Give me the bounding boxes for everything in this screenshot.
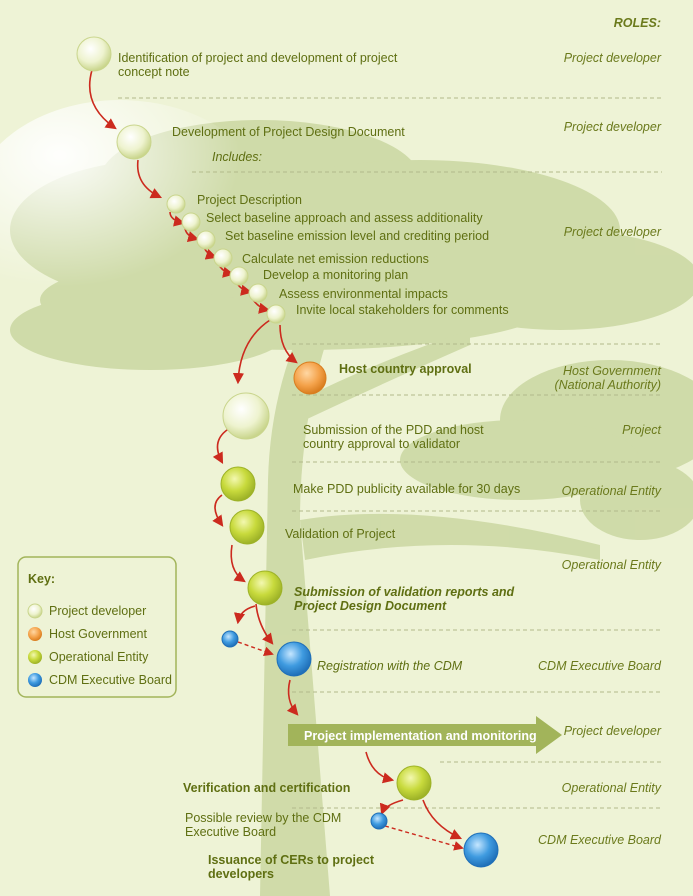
step-submission-validator: Submission of the PDD and host country a… <box>303 423 484 451</box>
role-11: CDM Executive Board <box>538 833 661 847</box>
sub-project-description: Project Description <box>197 193 302 207</box>
step-submission-reports: Submission of validation reports and Pro… <box>294 585 515 613</box>
step-identification: Identification of project and developmen… <box>118 51 398 79</box>
key-box <box>17 556 177 698</box>
step-circles <box>76 36 499 868</box>
role-4: Host Government (National Authority) <box>554 364 661 392</box>
step-publicity: Make PDD publicity available for 30 days <box>293 482 521 496</box>
step-pdd-development: Development of Project Design Document <box>172 125 405 139</box>
role-2: Project developer <box>563 120 661 134</box>
step-verification: Verification and certification <box>183 781 351 795</box>
role-9: Project developer <box>563 724 661 738</box>
role-3: Project developer <box>563 225 661 239</box>
key-title: Key: <box>28 572 56 586</box>
includes-label: Includes: <box>212 150 263 164</box>
sub-environmental-impacts: Assess environmental impacts <box>279 287 448 301</box>
sub-local-stakeholders: Invite local stakeholders for comments <box>296 303 509 317</box>
step-implementation: Project implementation and monitoring <box>304 729 537 743</box>
key-item-host-government: Host Government <box>49 627 147 641</box>
step-registration: Registration with the CDM <box>317 659 463 673</box>
sub-net-emission: Calculate net emission reductions <box>242 252 429 266</box>
sub-monitoring-plan: Develop a monitoring plan <box>263 268 409 282</box>
role-7: Operational Entity <box>561 558 661 572</box>
sub-baseline-approach: Select baseline approach and assess addi… <box>206 211 483 225</box>
role-5: Project <box>622 423 661 437</box>
sub-baseline-emission: Set baseline emission level and creditin… <box>225 229 490 243</box>
step-review: Possible review by the CDM Executive Boa… <box>185 811 342 839</box>
roles-header: ROLES: <box>613 16 661 30</box>
step-issuance: Issuance of CERs to project developers <box>208 853 375 881</box>
role-10: Operational Entity <box>561 781 661 795</box>
key-item-operational-entity: Operational Entity <box>49 650 149 664</box>
step-validation: Validation of Project <box>285 527 396 541</box>
role-1: Project developer <box>563 51 661 65</box>
key-item-cdm-board: CDM Executive Board <box>49 673 172 687</box>
implementation-banner <box>288 716 562 754</box>
step-host-approval: Host country approval <box>339 362 472 376</box>
separators <box>118 97 662 809</box>
role-8: CDM Executive Board <box>538 659 661 673</box>
key-item-project-developer: Project developer <box>49 604 147 618</box>
role-6: Operational Entity <box>561 484 661 498</box>
